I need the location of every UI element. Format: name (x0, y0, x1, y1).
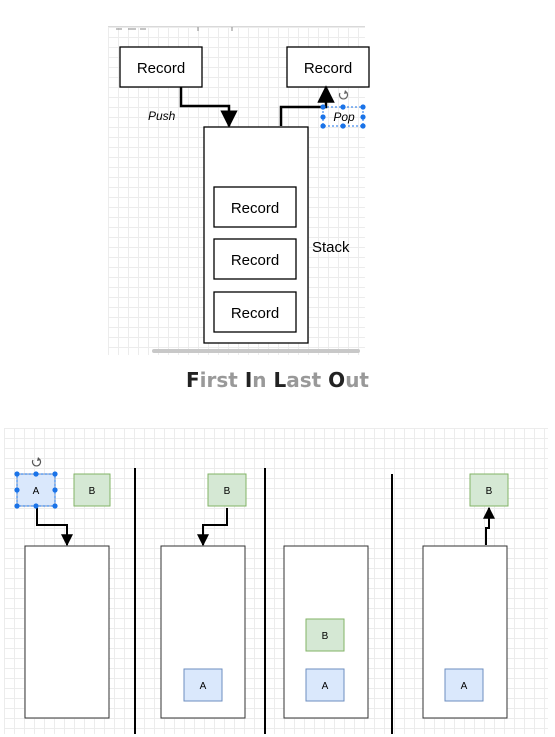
stack-record-label: Record (231, 200, 279, 217)
record-pop-label: Record (304, 60, 352, 77)
rotate-icon[interactable] (31, 457, 42, 467)
caption-letter-l: L (273, 368, 287, 392)
record-push-label: Record (137, 60, 185, 77)
toolbar-remnant (116, 27, 233, 31)
box-b[interactable]: B (469, 473, 509, 507)
box-label: A (322, 681, 329, 692)
caption-word-rest: n (252, 368, 274, 392)
record-push-box[interactable]: Record (119, 46, 203, 88)
box-label: B (486, 486, 493, 497)
step-4: B A (422, 473, 509, 719)
box-label: A (33, 486, 40, 497)
stack-record-label: Record (231, 305, 279, 322)
box-a[interactable]: A (183, 668, 223, 702)
record-pop-box[interactable]: Record (286, 46, 370, 88)
stack-label: Stack (312, 239, 350, 256)
caption-word-rest: ast (286, 368, 329, 392)
step-3: B A (283, 545, 369, 719)
step-2: B A (160, 473, 247, 719)
box-a[interactable]: A (305, 668, 345, 702)
pop-label-selection[interactable] (320, 104, 366, 129)
caption-letter-f: F (186, 368, 200, 392)
step-1: A B (14, 457, 111, 719)
push-arrow[interactable] (179, 87, 238, 128)
box-label: A (200, 681, 207, 692)
stack-diagram: Record Push Record Pop Stack Recor (116, 27, 370, 353)
push-pop-steps-canvas: A B B A (4, 428, 548, 734)
stack-record-3[interactable]: Record (213, 291, 297, 333)
box-b[interactable]: B (305, 618, 345, 652)
push-pop-steps: A B B A (14, 457, 509, 734)
push-arrow[interactable] (36, 508, 73, 547)
box-b[interactable]: B (207, 473, 247, 507)
caption-letter-o: O (328, 368, 346, 392)
stack-record-2[interactable]: Record (213, 238, 297, 280)
caption-word-rest: ut (345, 368, 369, 392)
box-a[interactable]: A (444, 668, 484, 702)
pop-arrow[interactable] (279, 85, 335, 126)
stack-container[interactable] (24, 545, 110, 719)
stack-diagram-canvas: Record Push Record Pop Stack Recor (108, 26, 370, 355)
push-label: Push (148, 109, 176, 123)
box-b[interactable]: B (73, 473, 111, 507)
caption-letter-i: I (244, 368, 253, 392)
push-arrow[interactable] (197, 508, 228, 547)
stack-record-1[interactable]: Record (213, 186, 297, 228)
horizontal-scrollbar[interactable] (152, 349, 360, 353)
stack-record-label: Record (231, 252, 279, 269)
rotate-icon[interactable] (338, 90, 349, 100)
caption-first-in-last-out: First In Last Out (0, 368, 555, 392)
box-label: B (89, 486, 96, 497)
box-label: B (224, 486, 231, 497)
caption-word-rest: irst (199, 368, 245, 392)
box-label: A (461, 681, 468, 692)
pop-label: Pop (333, 110, 355, 124)
box-a-selected[interactable]: A (14, 471, 58, 509)
pop-arrow[interactable] (483, 506, 495, 545)
box-label: B (322, 631, 329, 642)
